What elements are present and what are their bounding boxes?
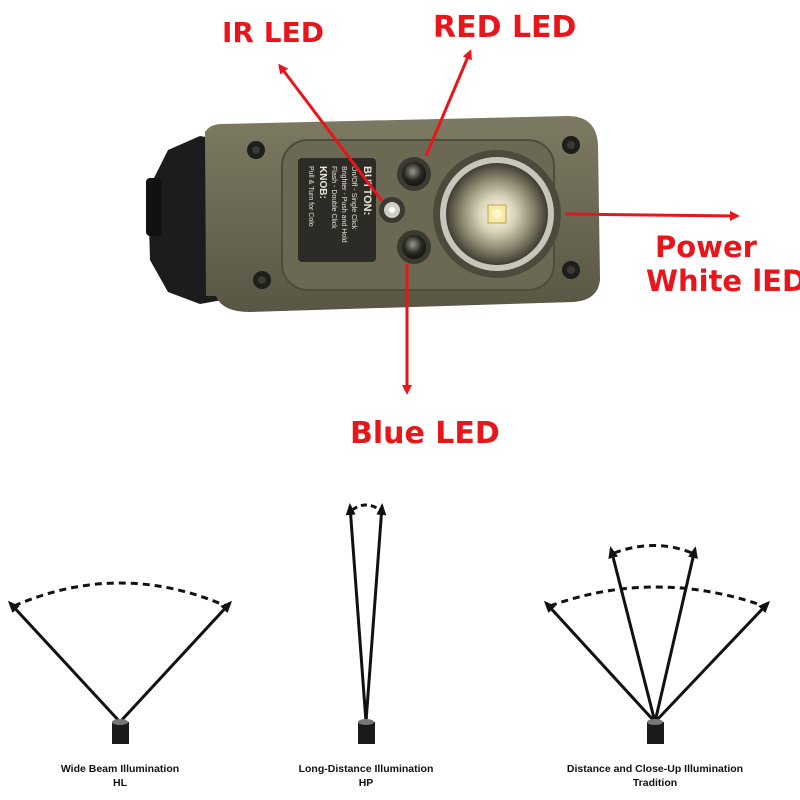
beam-line [118, 600, 233, 724]
lamp-icon [112, 722, 129, 744]
lamp-icon [647, 722, 664, 744]
beam-arc [13, 581, 227, 608]
beam-arc [613, 544, 693, 555]
caption-title: Distance and Close-Up Illumination [566, 763, 744, 775]
blue-led [397, 230, 431, 264]
label-line1: On/Off - Single Click [350, 166, 357, 230]
beam-line [653, 600, 771, 724]
caption-code: HP [358, 777, 374, 789]
ir-led [379, 197, 405, 223]
instruction-label [298, 158, 376, 262]
caption-title: Wide Beam Illumination [60, 763, 180, 775]
white-led-label: White lED [646, 264, 800, 298]
power-label: Power [655, 230, 757, 264]
power-arrow [564, 210, 740, 221]
beam-line [7, 600, 122, 724]
blue-led-label: Blue LED [350, 416, 500, 451]
beam-line [364, 503, 387, 723]
beam-line [345, 503, 368, 723]
wide-beam-diagram [7, 581, 233, 744]
ir-led-label: IR LED [222, 16, 324, 49]
label-line3: Flash - Double Click [330, 166, 337, 229]
label-line4: Pull & Turn for Colo [307, 166, 314, 227]
beam-arc [549, 585, 765, 608]
knob-grip [146, 178, 162, 236]
ir-arrow [278, 63, 384, 202]
rotary-knob [148, 136, 222, 304]
caption-title: Long-Distance Illumination [298, 763, 434, 775]
red-arrow [424, 49, 472, 157]
white-led-reflector [433, 150, 561, 278]
wide-beam-caption: Wide Beam Illumination HL [0, 762, 240, 790]
beam-line [608, 546, 657, 723]
distance-closeup-caption: Distance and Close-Up Illumination Tradi… [535, 762, 775, 790]
label-line2: Brighter - Push and Hold [340, 166, 347, 243]
long-distance-caption: Long-Distance Illumination HP [246, 762, 486, 790]
long-distance-beam-diagram [345, 503, 387, 744]
label-knob-head: KNOB: [317, 166, 328, 199]
caption-code: HL [113, 777, 127, 789]
beam-line [653, 546, 698, 723]
lamp-icon [358, 722, 375, 744]
red-led [397, 157, 431, 191]
callout-arrows [278, 49, 740, 395]
flashlight-device: BUTTON: On/Off - Single Click Brighter -… [146, 116, 600, 312]
red-led-label: RED LED [433, 10, 577, 45]
beam-arc [351, 503, 381, 512]
screw-icon [247, 136, 580, 289]
caption-code: Tradition [632, 777, 678, 789]
beam-line [543, 600, 657, 724]
distance-closeup-beam-diagram [543, 544, 771, 744]
